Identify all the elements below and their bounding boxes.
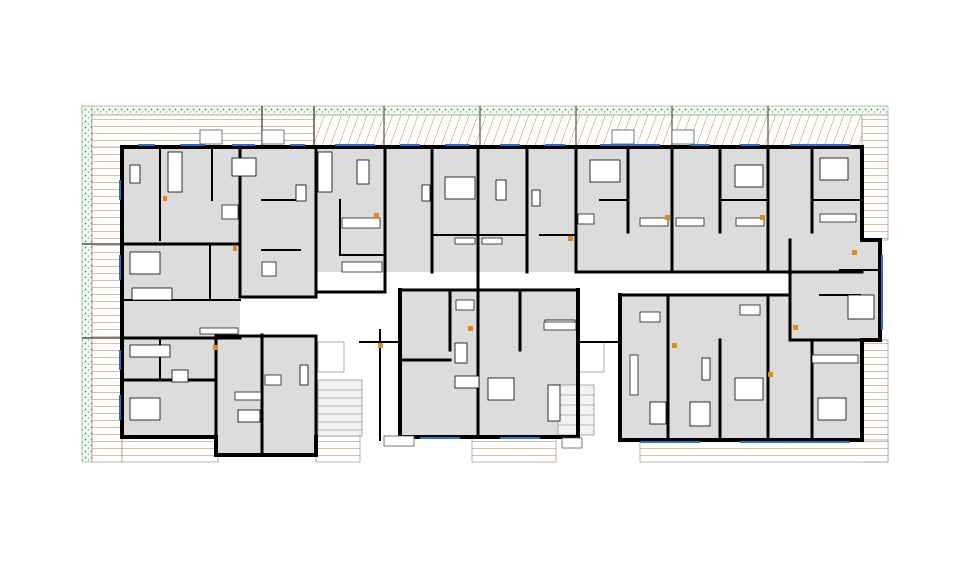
dining-table [454,342,468,364]
fixtures [199,204,859,401]
terrace-left [91,114,123,463]
bed [817,397,847,421]
bed [589,159,621,183]
dining-table [171,369,189,383]
bed [231,157,257,177]
bed [444,176,476,200]
bed [487,377,515,401]
walls [120,145,882,457]
sofa [131,287,173,301]
bed [734,377,764,401]
corridor [240,272,790,342]
terrace-bottom-mid [315,435,361,463]
sofa [547,384,561,422]
dining-table [701,357,711,381]
terrace-bottom-right [639,439,889,463]
sofa [649,401,667,425]
sofa [167,151,183,193]
bed [734,164,764,188]
sofa [689,401,711,427]
terrace-bottom-center [471,435,557,463]
sofa [129,344,171,358]
balcony-boxes [199,129,695,449]
sofa [317,151,333,193]
sofa [237,409,261,423]
dining-table [129,164,141,184]
terrace-right [861,114,889,241]
dining-table [356,159,370,185]
bed [129,251,161,275]
dining-table [421,184,431,202]
sofa [454,375,480,389]
windows [119,144,883,443]
accent-fixtures [163,196,857,377]
bed [129,397,161,421]
bed [847,294,875,320]
terrace-top [313,114,863,148]
bed [819,157,849,181]
dining-table [531,189,541,207]
dining-table [295,184,307,202]
dining-table [495,179,507,201]
terrace-bottom-left [121,435,219,463]
dining-table [299,364,309,386]
furniture [129,151,875,427]
